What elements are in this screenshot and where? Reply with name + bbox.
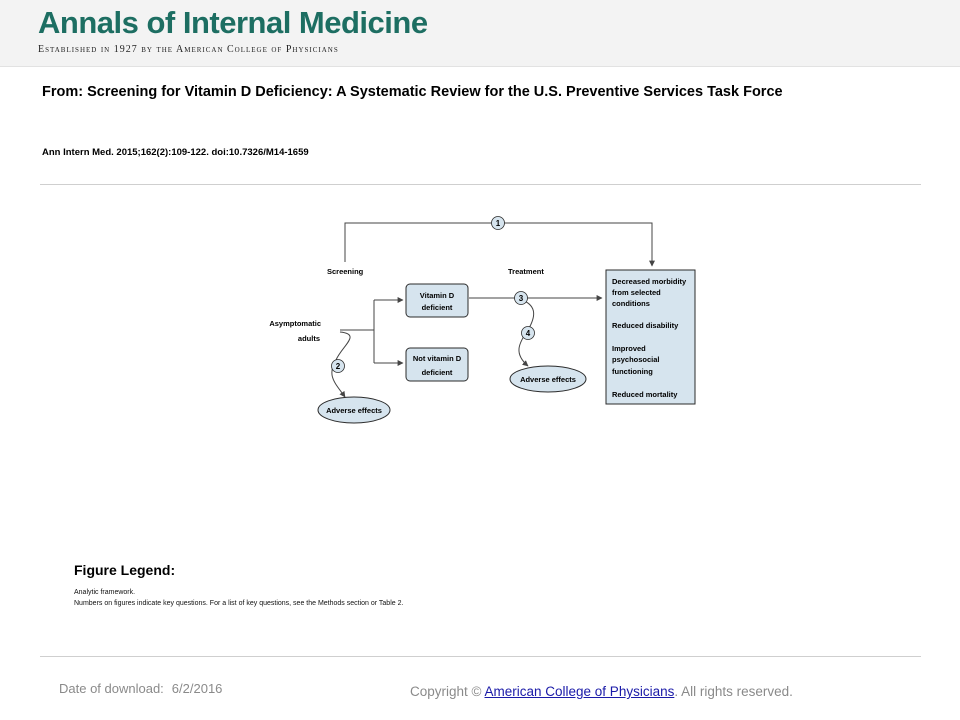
population-label-line1: Asymptomatic xyxy=(269,319,321,328)
adverse-effects-treatment-label: Adverse effects xyxy=(520,375,576,384)
outcome-mortality: Reduced mortality xyxy=(612,390,678,399)
download-date-label: Date of download: xyxy=(59,681,164,696)
vitamin-d-deficient-line1: Vitamin D xyxy=(420,291,455,300)
population-label-line2: adults xyxy=(298,334,320,343)
copyright-prefix: Copyright © xyxy=(410,684,482,699)
journal-header: Annals of Internal Medicine Established … xyxy=(0,0,960,67)
outcome-morbidity-line3: conditions xyxy=(612,299,650,308)
article-citation: Ann Intern Med. 2015;162(2):109-122. doi… xyxy=(42,147,309,158)
vitamin-d-deficient-line2: deficient xyxy=(422,303,453,312)
treatment-label: Treatment xyxy=(508,267,544,276)
outcome-psychosocial-line2: psychosocial xyxy=(612,355,660,364)
adverse-effects-screening-label: Adverse effects xyxy=(326,406,382,415)
vitamin-d-deficient-box xyxy=(405,283,469,318)
kq2-number: 2 xyxy=(336,362,341,371)
copyright-notice: Copyright © American College of Physicia… xyxy=(410,684,793,699)
figure-legend-heading: Figure Legend: xyxy=(74,562,176,578)
figure-legend-line: Analytic framework. xyxy=(74,589,136,596)
bottom-divider xyxy=(40,656,921,657)
figure-legend-line: Numbers on figures indicate key question… xyxy=(74,600,404,607)
download-date: Date of download: 6/2/2016 xyxy=(59,681,222,696)
top-divider xyxy=(40,184,921,185)
outcome-psychosocial-line1: Improved xyxy=(612,344,646,353)
kq1-badge: 1 xyxy=(491,216,505,230)
journal-logo-title: Annals of Internal Medicine xyxy=(38,5,428,40)
not-vitamin-d-deficient-line2: deficient xyxy=(422,368,453,377)
kq2-badge: 2 xyxy=(331,359,345,373)
article-title: From: Screening for Vitamin D Deficiency… xyxy=(42,84,783,100)
outcome-disability: Reduced disability xyxy=(612,321,679,330)
outcomes-box xyxy=(605,269,696,405)
not-vitamin-d-deficient-line1: Not vitamin D xyxy=(413,354,462,363)
kq4-badge: 4 xyxy=(521,326,535,340)
outcome-psychosocial-line3: functioning xyxy=(612,367,653,376)
acp-link[interactable]: American College of Physicians xyxy=(484,684,675,699)
kq3-number: 3 xyxy=(519,294,524,303)
adverse-effects-treatment-ellipse xyxy=(509,365,587,393)
outcome-morbidity-line2: from selected xyxy=(612,288,661,297)
screening-label: Screening xyxy=(327,267,364,276)
kq1-number: 1 xyxy=(496,219,501,228)
adverse-effects-screening-ellipse xyxy=(317,396,391,424)
not-vitamin-d-deficient-box xyxy=(405,347,469,382)
kq4-number: 4 xyxy=(526,329,531,338)
download-date-value: 6/2/2016 xyxy=(171,681,223,696)
kq3-badge: 3 xyxy=(514,291,528,305)
copyright-suffix: . All rights reserved. xyxy=(674,684,793,699)
outcome-morbidity-line1: Decreased morbidity xyxy=(612,277,687,286)
journal-logo-subtitle: Established in 1927 by the American Coll… xyxy=(38,44,339,55)
